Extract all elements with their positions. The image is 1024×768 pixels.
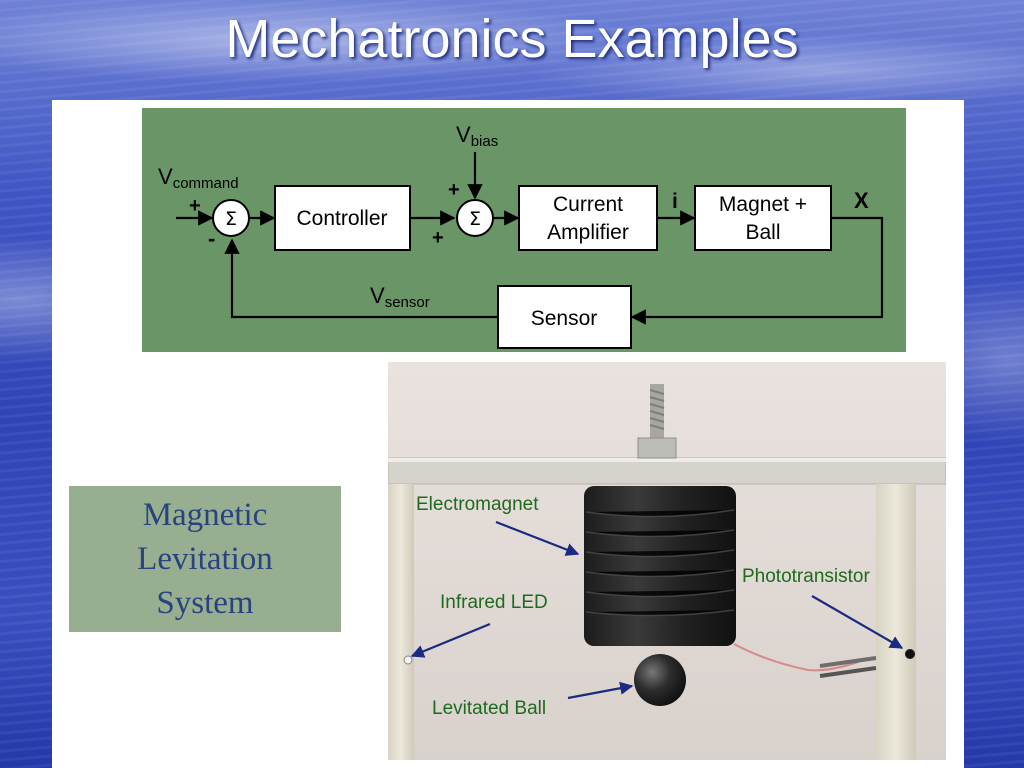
- sensor-block: [497, 285, 632, 349]
- electromagnet-arrow: [495, 520, 580, 556]
- amplifier-label-line2: Amplifier: [547, 221, 629, 244]
- output-label: X: [854, 188, 869, 213]
- current-label: i: [672, 190, 678, 213]
- summing-junction-1: [212, 199, 250, 237]
- infrared-led: [403, 655, 413, 665]
- summing-junction-2: [456, 199, 494, 237]
- caption-line3: System: [156, 585, 254, 621]
- magnet-label-line1: Magnet +: [719, 193, 807, 216]
- levitated-ball-arrow: [567, 681, 634, 700]
- caption-line2: Levitation: [137, 541, 273, 577]
- minus-sign: -: [208, 226, 215, 251]
- phototransistor: [905, 649, 915, 659]
- maglev-caption: Magnetic Levitation System: [69, 486, 341, 632]
- levitated-ball: [634, 654, 686, 706]
- plus-sign-3: +: [432, 227, 444, 249]
- infrared-led-label: Infrared LED: [440, 592, 548, 613]
- levitated-ball-label: Levitated Ball: [432, 698, 546, 719]
- amplifier-label-line1: Current: [553, 193, 623, 216]
- maglev-photo: Electromagnet Phototransistor Infrared L…: [388, 362, 946, 760]
- magnet-label-line2: Ball: [745, 221, 780, 244]
- controller-block: [274, 185, 411, 251]
- phototransistor-arrow: [811, 595, 904, 649]
- magnet-ball-block: [694, 185, 832, 251]
- v-command-label: Vcommand: [158, 164, 239, 192]
- block-diagram: Σ Σ Controller Current Amplifier Magnet …: [142, 108, 906, 352]
- sum-symbol-2: Σ: [469, 208, 481, 230]
- electromagnet-label: Electromagnet: [416, 494, 539, 515]
- infrared-led-arrow: [410, 622, 491, 658]
- phototransistor-label: Phototransistor: [742, 566, 870, 587]
- plus-sign-2: +: [448, 179, 460, 201]
- caption-line1: Magnetic: [142, 497, 268, 533]
- slide-title: Mechatronics Examples: [225, 9, 799, 69]
- sum-symbol-1: Σ: [225, 208, 237, 230]
- v-bias-label: Vbias: [456, 122, 498, 150]
- electromagnet-coil: [584, 486, 736, 646]
- current-amplifier-block: [518, 185, 658, 251]
- plus-sign-1: +: [189, 195, 201, 217]
- v-sensor-label: Vsensor: [370, 283, 430, 311]
- controller-label: Controller: [296, 207, 387, 230]
- sensor-label: Sensor: [531, 307, 598, 330]
